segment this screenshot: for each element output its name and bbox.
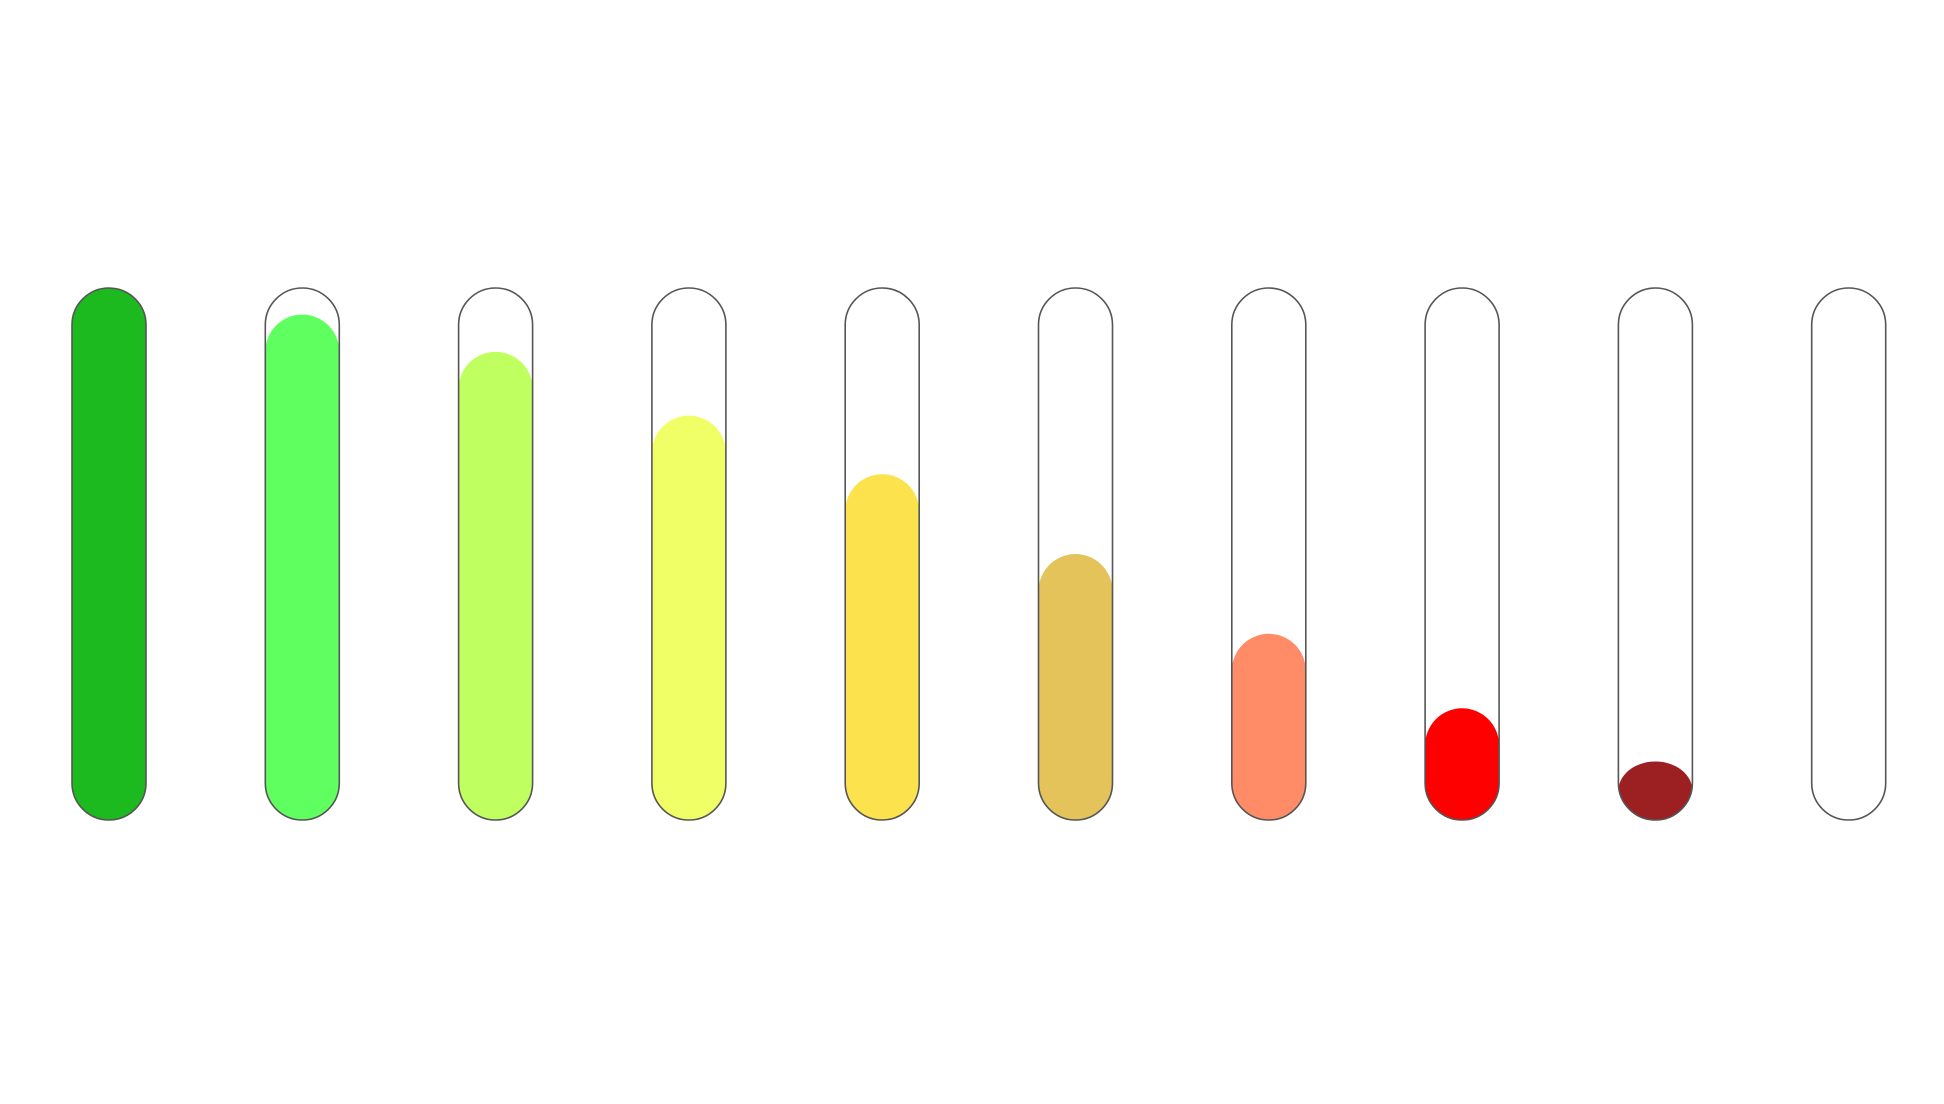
gauge-fill — [845, 474, 920, 820]
gauge-fill — [1425, 708, 1500, 820]
level-gauge — [1231, 287, 1307, 821]
level-gauge — [1810, 287, 1887, 821]
gauge-fill — [651, 415, 726, 820]
level-gauge — [264, 287, 341, 821]
gauge-tube — [1231, 287, 1307, 821]
gauge-fill — [1038, 554, 1113, 820]
gauge-tube — [264, 287, 341, 821]
level-gauge — [844, 287, 921, 821]
gauge-tube — [844, 287, 921, 821]
level-gauge — [1037, 287, 1114, 821]
gauge-fill — [1618, 761, 1693, 820]
gauge-tube — [651, 287, 727, 821]
gauge-group — [71, 287, 1887, 821]
gauge-tube — [1617, 287, 1694, 821]
level-gauge — [651, 287, 727, 821]
gauge-tube — [1424, 287, 1500, 821]
gauge-fill — [458, 351, 533, 820]
gauge-fill — [1231, 633, 1306, 820]
gauge-fill — [72, 288, 146, 820]
gauge-tube — [457, 287, 534, 821]
level-gauge — [1617, 287, 1694, 821]
gauge-tube — [1037, 287, 1114, 821]
gauge-fill — [265, 314, 340, 820]
level-gauge — [1424, 287, 1500, 821]
level-gauge — [457, 287, 534, 821]
level-gauge — [71, 287, 147, 821]
gauge-tube — [71, 287, 147, 821]
gauge-tube — [1810, 287, 1887, 821]
